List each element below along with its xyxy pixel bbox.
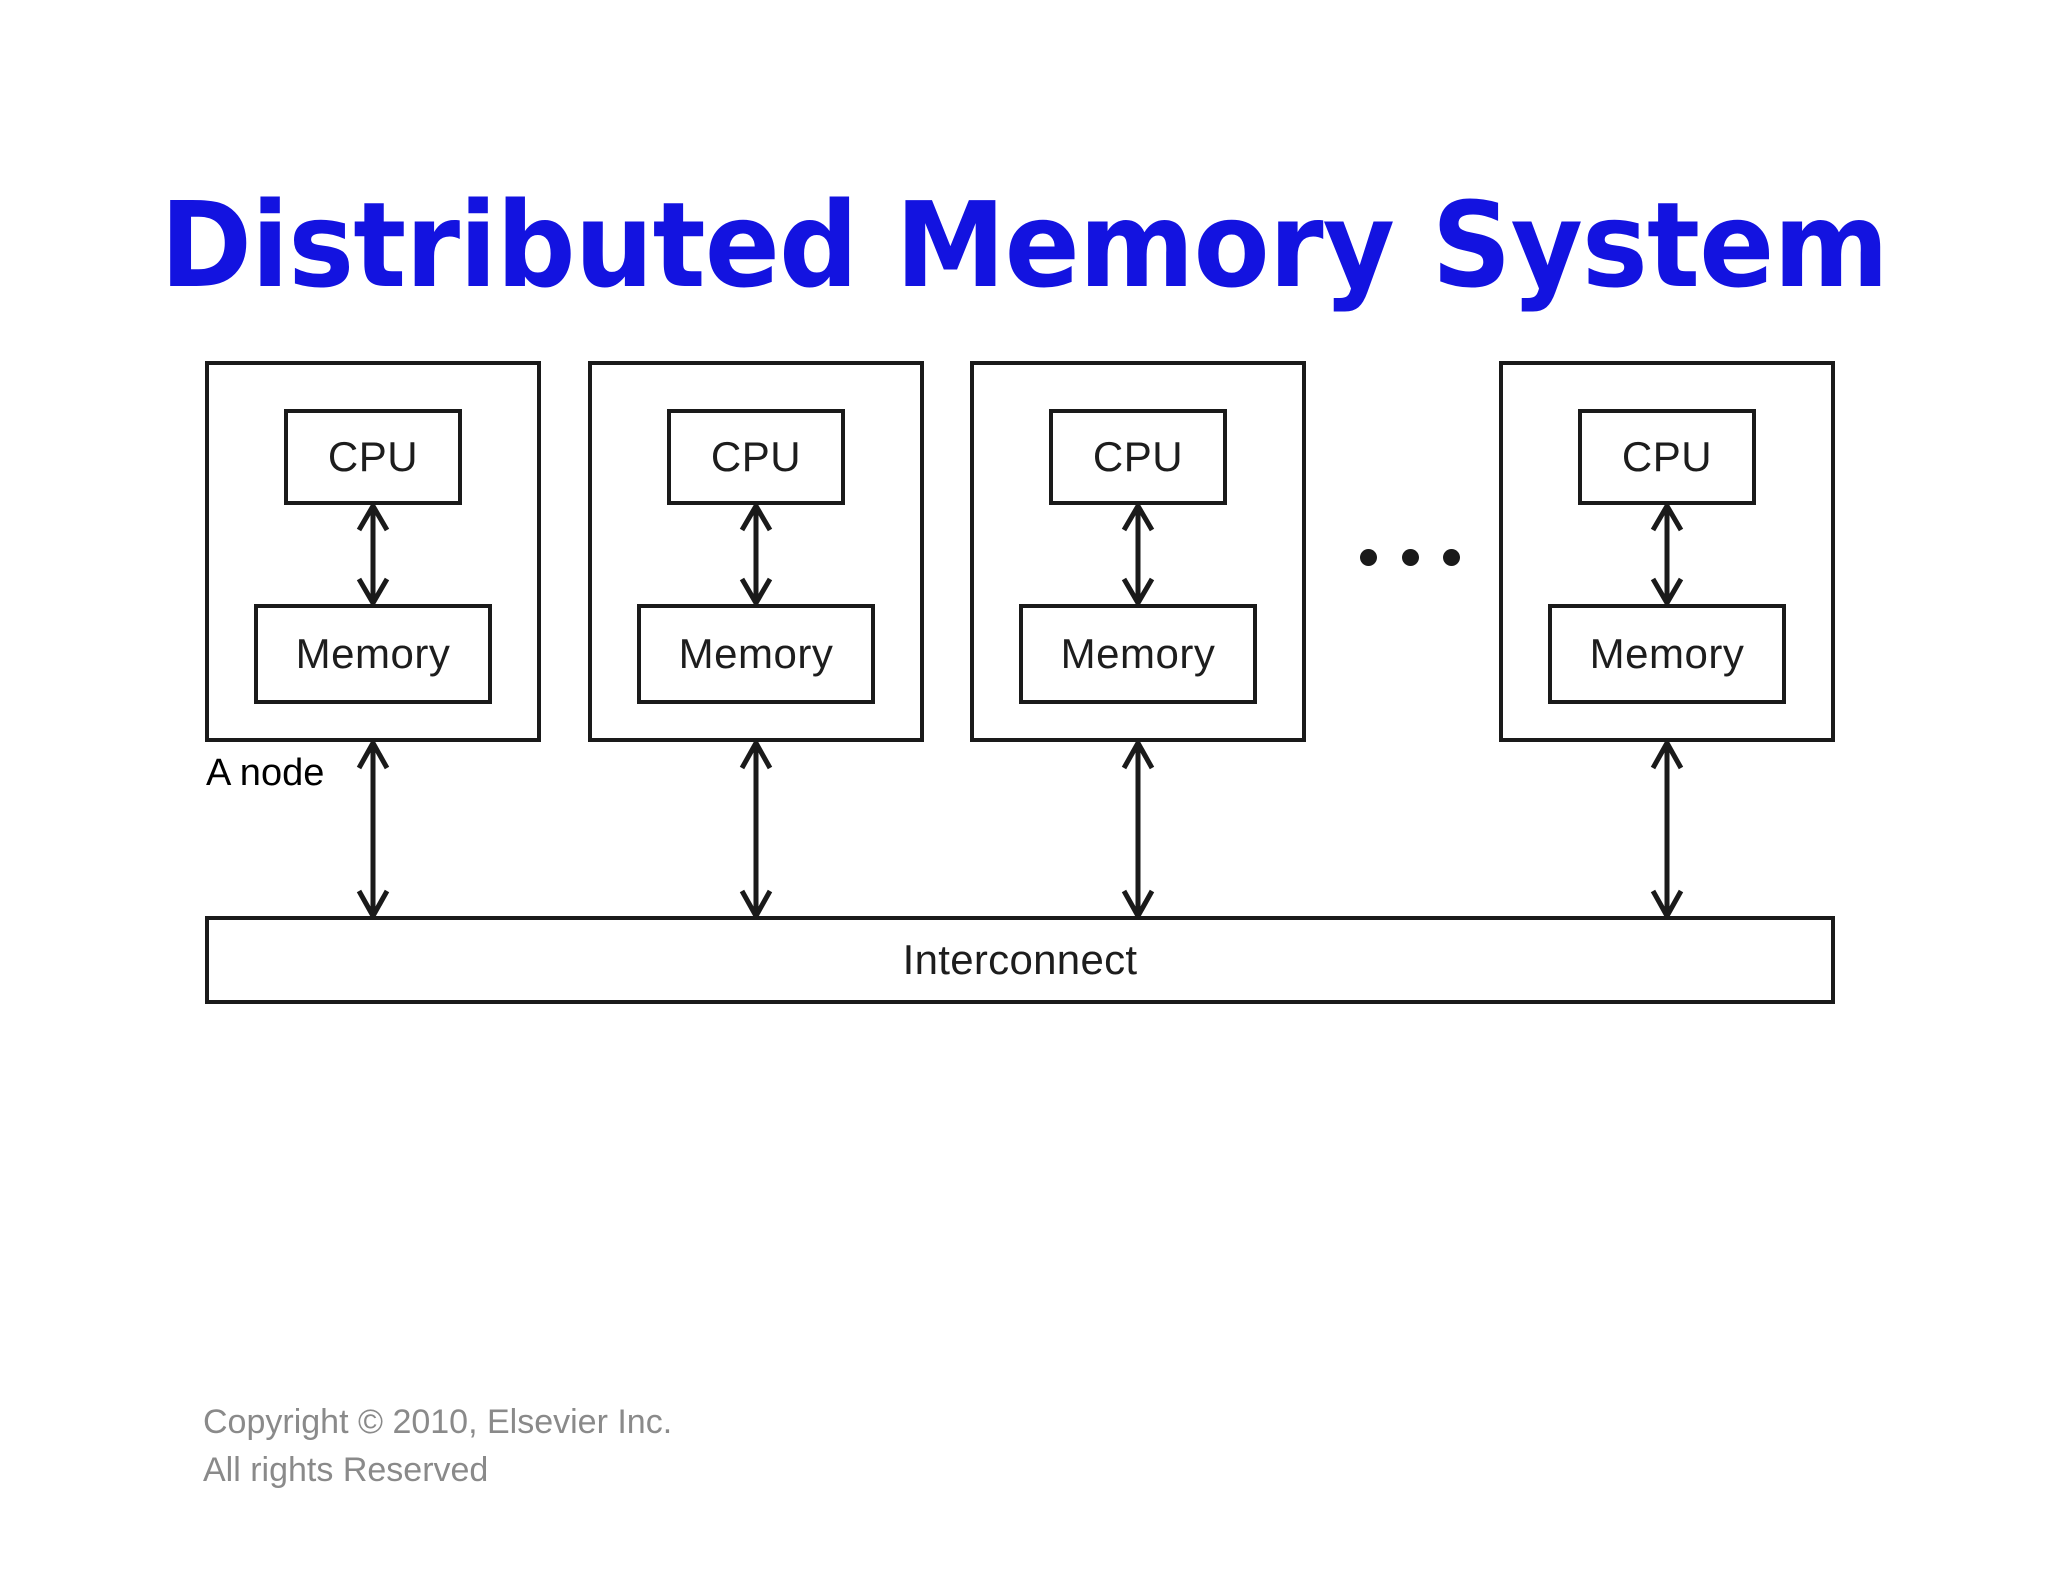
memory-label-4: Memory <box>1589 630 1745 677</box>
node-container-3[interactable]: CPU Memory <box>970 361 1306 742</box>
node-interconnect-arrow-3 <box>1121 741 1155 918</box>
memory-label-2: Memory <box>678 630 834 677</box>
cpu-memory-arrow-4 <box>1650 504 1684 605</box>
cpu-label-3: CPU <box>1092 433 1184 480</box>
cpu-memory-arrow-1 <box>356 504 390 605</box>
cpu-memory-arrow-2 <box>739 504 773 605</box>
node-container-4[interactable]: CPU Memory <box>1499 361 1835 742</box>
memory-label-3: Memory <box>1060 630 1216 677</box>
node-interconnect-arrow-4 <box>1650 741 1684 918</box>
page-title: Distributed Memory System <box>159 176 1889 314</box>
memory-box-1[interactable]: Memory <box>254 604 492 704</box>
node-container-1[interactable]: CPU Memory <box>205 361 541 742</box>
a-node-annotation: A node <box>206 752 325 794</box>
memory-box-2[interactable]: Memory <box>637 604 875 704</box>
cpu-label-1: CPU <box>327 433 419 480</box>
cpu-box-4[interactable]: CPU <box>1578 409 1756 505</box>
copyright-notice: Copyright © 2010, Elsevier Inc. All righ… <box>203 1398 672 1495</box>
memory-box-4[interactable]: Memory <box>1548 604 1786 704</box>
cpu-box-2[interactable]: CPU <box>667 409 845 505</box>
interconnect-bar[interactable]: Interconnect <box>205 916 1835 1004</box>
node-interconnect-arrow-1 <box>356 741 390 918</box>
ellipsis-dot-2 <box>1401 548 1419 566</box>
cpu-box-3[interactable]: CPU <box>1049 409 1227 505</box>
ellipsis-dot-1 <box>1360 548 1377 566</box>
copyright-line-1: Copyright © 2010, Elsevier Inc. <box>203 1403 673 1441</box>
cpu-memory-arrow-3 <box>1121 504 1155 605</box>
ellipsis-dot-3 <box>1443 548 1460 566</box>
node-container-2[interactable]: CPU Memory <box>588 361 924 742</box>
memory-label-1: Memory <box>295 630 451 677</box>
interconnect-label: Interconnect <box>902 936 1138 983</box>
cpu-box-1[interactable]: CPU <box>284 409 462 505</box>
memory-box-3[interactable]: Memory <box>1019 604 1257 704</box>
node-interconnect-arrow-2 <box>739 741 773 918</box>
cpu-label-2: CPU <box>710 433 802 480</box>
cpu-label-4: CPU <box>1621 433 1713 480</box>
copyright-line-2: All rights Reserved <box>203 1451 489 1490</box>
ellipsis-icon <box>1360 527 1460 587</box>
